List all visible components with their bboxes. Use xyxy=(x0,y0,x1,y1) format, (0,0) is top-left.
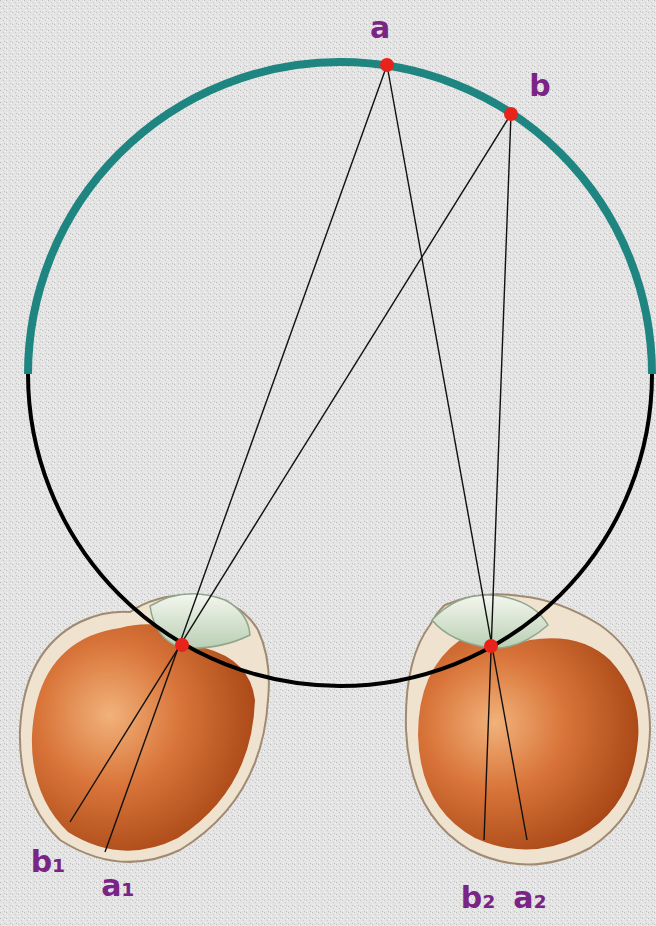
point-label: a₂ xyxy=(513,883,546,913)
horopter-circle-lower xyxy=(28,374,652,686)
point-label: b₂ xyxy=(461,883,496,913)
fixation-points xyxy=(175,58,518,653)
horopter-circle-upper xyxy=(28,62,652,374)
right-eye xyxy=(406,594,650,864)
light-rays xyxy=(70,65,527,852)
point-label: b xyxy=(529,71,550,101)
left-eye xyxy=(20,594,269,862)
point-label: b₁ xyxy=(31,847,66,877)
point-label: a xyxy=(370,13,390,43)
point-label: a₁ xyxy=(101,871,134,901)
